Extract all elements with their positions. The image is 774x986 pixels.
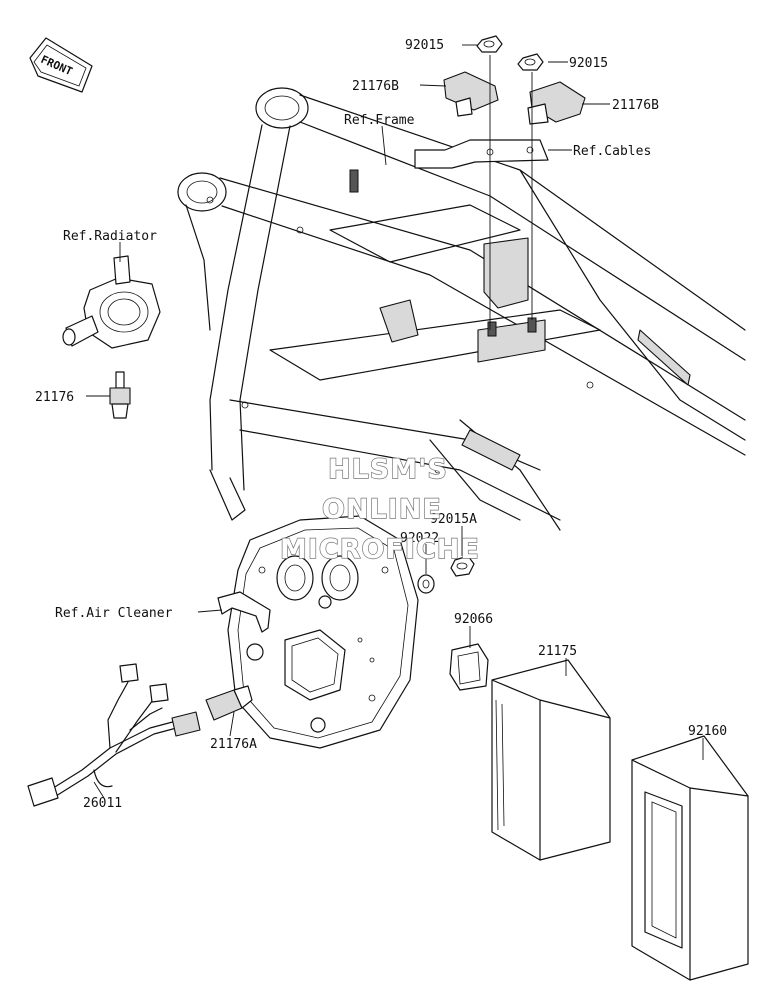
label-21176B-left: 21176B — [352, 79, 399, 94]
air-cleaner-bracket — [217, 591, 271, 633]
watermark-line3: MICROFICHE — [280, 534, 480, 565]
cable-bracket — [414, 139, 549, 169]
switch-21176A — [205, 685, 253, 721]
label-26011: 26011 — [83, 796, 122, 811]
washer-92022 — [417, 574, 435, 594]
frame-assembly — [177, 87, 746, 531]
label-ref-radiator: Ref.Radiator — [63, 229, 157, 244]
nut-92015-right — [517, 53, 544, 71]
label-ref-cables: Ref.Cables — [573, 144, 651, 159]
ecu-21175 — [491, 659, 611, 861]
watermark-line2: ONLINE — [322, 494, 442, 525]
label-21176: 21176 — [35, 390, 74, 405]
label-92066: 92066 — [454, 612, 493, 627]
front-arrow-badge: FRONT — [29, 37, 93, 93]
label-21176A: 21176A — [210, 737, 257, 752]
label-92015-top: 92015 — [405, 38, 444, 53]
sensor-21176B-left — [443, 71, 499, 117]
nut-92015A — [450, 555, 475, 577]
wiring-harness-26011 — [27, 663, 201, 807]
ecu-cover-92160 — [631, 735, 749, 981]
leader-lines — [86, 44, 704, 799]
watermark-line1: HLSM'S — [328, 454, 448, 485]
label-ref-frame: Ref.Frame — [344, 113, 415, 128]
connector-92066 — [449, 643, 489, 691]
label-92160: 92160 — [688, 724, 727, 739]
temp-switch-21176 — [109, 371, 131, 419]
air-cleaner-housing — [227, 515, 419, 749]
radiator-thermostat-housing — [62, 255, 161, 349]
label-ref-air-cleaner: Ref.Air Cleaner — [55, 606, 173, 621]
nut-92015-top — [476, 35, 503, 53]
sensor-21176B-right — [527, 81, 586, 125]
label-92015A: 92015A — [430, 512, 477, 527]
watermark: HLSM'S ONLINE MICROFICHE — [279, 453, 480, 565]
label-92022: 92022 — [400, 531, 439, 546]
label-21176B-right: 21176B — [612, 98, 659, 113]
label-92015-right: 92015 — [569, 56, 608, 71]
label-21175: 21175 — [538, 644, 577, 659]
